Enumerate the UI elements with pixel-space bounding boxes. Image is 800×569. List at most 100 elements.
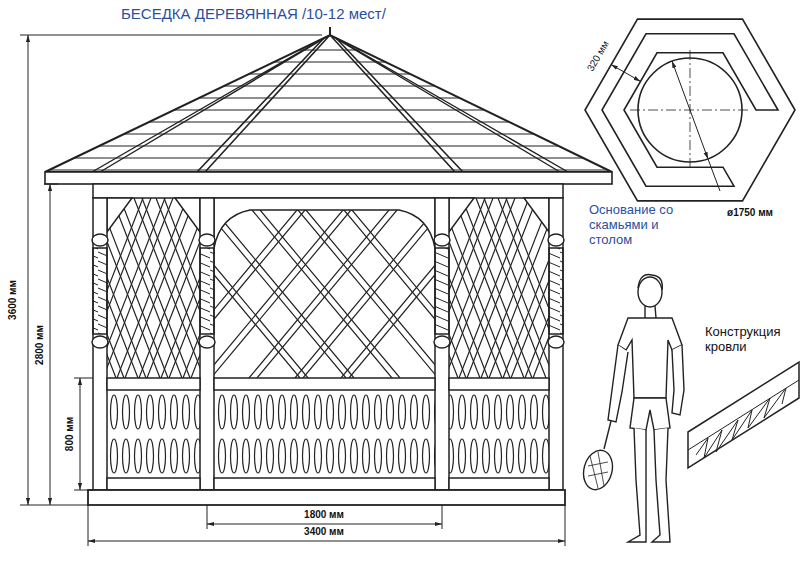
person-figure: [652, 428, 670, 542]
lattice: [214, 198, 435, 378]
roof-detail: [696, 388, 786, 458]
plan-view: [630, 50, 750, 170]
post: [434, 234, 450, 246]
post: [435, 198, 449, 490]
lattice: [449, 198, 549, 378]
person-figure: [645, 306, 656, 318]
dimension-text: 320 мм: [584, 38, 612, 74]
roof: [40, 27, 620, 184]
lattice: [214, 198, 435, 378]
dimension-line: [50, 184, 51, 505]
roof: [197, 35, 463, 172]
title: БЕСЕДКА ДЕРЕВЯННАЯ /10-12 мест/: [120, 5, 387, 22]
railing: [214, 378, 435, 390]
post: [548, 234, 564, 246]
roof: [329, 27, 331, 36]
railing: [107, 378, 200, 390]
post: [199, 336, 215, 348]
lattice: [107, 198, 200, 378]
valance: [524, 198, 549, 232]
railing: [214, 390, 435, 478]
plan-view: [602, 34, 778, 186]
person-figure: [672, 345, 684, 415]
railing: [214, 478, 435, 490]
lattice: [107, 198, 200, 378]
dimension-text: 3400 мм: [303, 526, 345, 538]
post: [434, 336, 450, 348]
valance: [107, 198, 549, 248]
dimension-text: ø1750 мм: [726, 207, 774, 219]
dimension-text: 800 мм: [64, 416, 76, 452]
railing: [449, 478, 549, 490]
roof-detail: [688, 362, 799, 468]
post: [199, 234, 215, 246]
plan-view: [611, 65, 641, 82]
plan-view: [585, 19, 795, 201]
dimension-line: [20, 505, 88, 506]
caption-note: Основание со скамьями и столом: [588, 203, 694, 248]
frame-beam: [93, 184, 563, 198]
railing: [449, 378, 549, 390]
post: [549, 198, 563, 490]
dimension-line: [80, 378, 81, 490]
dimension-line: [20, 35, 322, 36]
dimension-line: [207, 524, 442, 525]
post: [435, 248, 449, 334]
plan-view: [708, 159, 720, 191]
roof-detail: [688, 362, 799, 468]
post: [93, 248, 107, 334]
person-figure: [588, 452, 608, 488]
person-figure: [604, 421, 611, 449]
dimension-line: [565, 505, 566, 546]
dimension-text: 3600 мм: [7, 279, 19, 321]
dimension-line: [28, 35, 29, 505]
dimension-line: [44, 184, 58, 185]
person-figure: [579, 275, 684, 542]
valance: [175, 198, 200, 232]
post: [92, 198, 564, 490]
dimension-text: 1800 мм: [303, 509, 345, 521]
roof: [45, 35, 612, 172]
person-figure: [638, 275, 662, 290]
post: [548, 336, 564, 348]
person-figure: [608, 345, 628, 422]
dimension-line: [88, 541, 565, 542]
post: [549, 248, 563, 334]
person-figure: [579, 447, 616, 493]
person-figure: [628, 428, 646, 542]
person-figure: [630, 398, 670, 430]
post: [93, 198, 107, 490]
railing: [449, 390, 549, 478]
dimension-line: [442, 505, 443, 529]
base-platform: [88, 490, 565, 505]
valance: [214, 198, 435, 248]
dimension-text: 2800 мм: [34, 324, 46, 366]
railing: [107, 378, 549, 490]
dimension-line: [74, 490, 93, 491]
frame-beam: [93, 184, 563, 198]
dimension-line: [207, 505, 208, 529]
person-figure: [638, 277, 662, 307]
roof-detail: [688, 380, 799, 450]
railing: [107, 478, 200, 490]
roof: [92, 35, 568, 172]
plan-view: [585, 19, 795, 201]
valance: [107, 198, 132, 232]
valance: [449, 198, 474, 232]
post: [200, 198, 214, 490]
plan-view: [672, 61, 708, 159]
post: [200, 248, 214, 334]
dimension-line: [88, 505, 89, 546]
roof: [45, 172, 612, 184]
railing: [107, 390, 200, 478]
lattice: [449, 198, 549, 378]
dimension-line: [74, 378, 93, 379]
lattice: [107, 198, 200, 378]
lattice: [46, 198, 603, 378]
post: [92, 234, 108, 246]
base-platform: [88, 490, 565, 505]
dimension-line: [20, 35, 565, 546]
caption-note: Конструкция кровли: [704, 325, 796, 355]
